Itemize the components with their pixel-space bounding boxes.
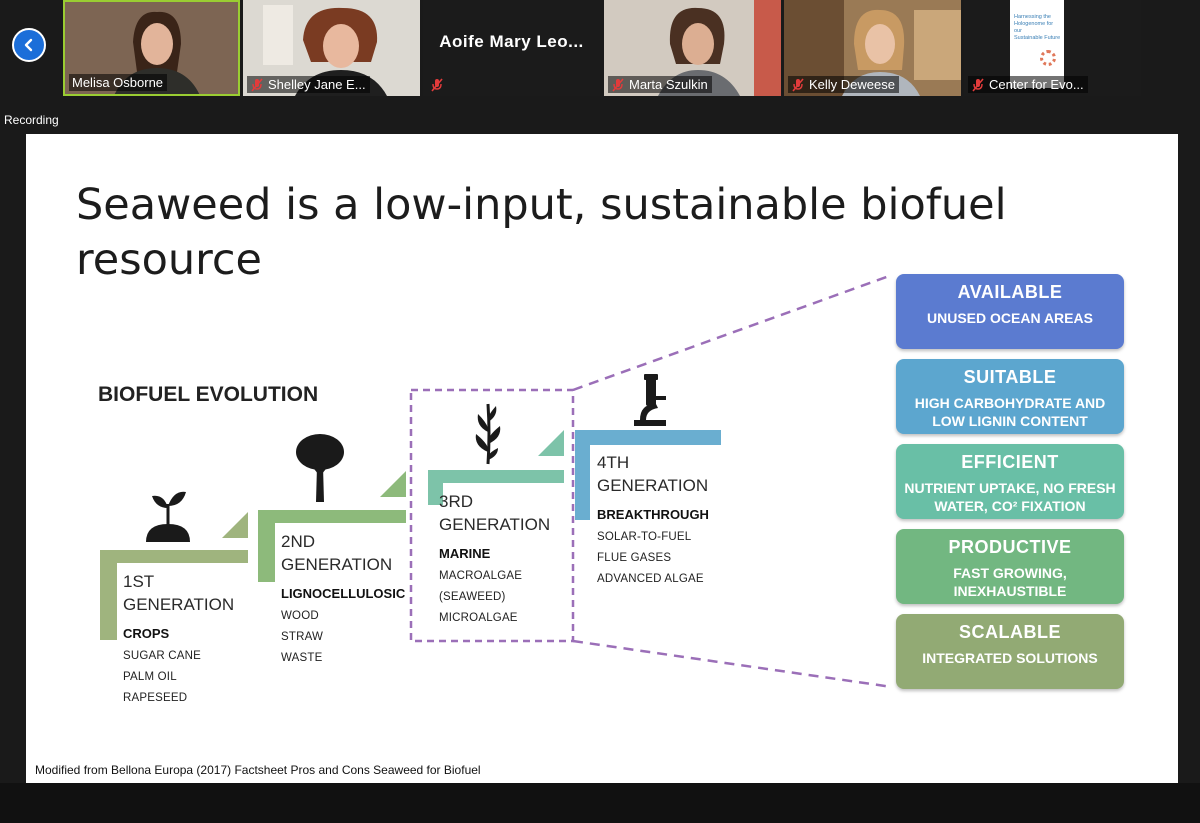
box-title: EFFICIENT [896, 452, 1124, 473]
gen1-items: SUGAR CANE PALM OIL RAPESEED [123, 646, 201, 709]
gen2-item: WASTE [281, 648, 323, 669]
muted-mic-icon [971, 78, 985, 92]
back-button[interactable] [12, 28, 46, 62]
box-desc: FAST GROWING, INEXHAUSTIBLE [896, 564, 1124, 600]
gen3-item: (SEAWEED) [439, 587, 522, 608]
gen4-subtitle: BREAKTHROUGH [597, 507, 709, 522]
microscope-icon [634, 374, 666, 426]
participant-tile[interactable]: Shelley Jane E... [243, 0, 420, 96]
gen3-items: MACROALGAE (SEAWEED) MICROALGAE [439, 566, 522, 629]
gen2-subtitle: LIGNOCELLULOSIC [281, 586, 405, 601]
gen2-number: 2ND [281, 530, 392, 553]
participant-tile[interactable]: Melisa Osborne [63, 0, 240, 96]
dashed-connector-top [573, 275, 892, 390]
gen4-label: GENERATION [597, 474, 708, 497]
poster-line: Sustainable Future [1014, 35, 1062, 42]
muted-mic-icon [250, 78, 264, 92]
dashed-connector-bottom [573, 641, 892, 687]
gen1-number: 1ST [123, 570, 234, 593]
participant-name: Kelly Deweese [788, 76, 899, 93]
gen3-item: MICROALGAE [439, 608, 522, 629]
poster-line: Harnessing the [1014, 14, 1062, 21]
box-title: AVAILABLE [896, 282, 1124, 303]
poster-line: Hologenome for our [1014, 21, 1062, 35]
participant-tile[interactable]: Aoife Mary Leo... [423, 0, 600, 96]
box-suitable: SUITABLE HIGH CARBOHYDRATE AND LOW LIGNI… [896, 359, 1124, 434]
gen3-number: 3RD [439, 490, 550, 513]
gen4-title: 4TH GENERATION [597, 451, 708, 497]
sprout-icon [146, 492, 190, 542]
gen4-number: 4TH [597, 451, 708, 474]
gen2-label: GENERATION [281, 553, 392, 576]
gen4-item: SOLAR-TO-FUEL [597, 527, 704, 548]
box-available: AVAILABLE UNUSED OCEAN AREAS [896, 274, 1124, 349]
muted-mic-icon [611, 78, 625, 92]
slide-citation: Modified from Bellona Europa (2017) Fact… [35, 763, 481, 777]
seaweed-icon [476, 404, 501, 464]
gen1-title: 1ST GENERATION [123, 570, 234, 616]
box-desc: NUTRIENT UPTAKE, NO FRESH WATER, CO² FIX… [896, 479, 1124, 515]
box-title: SUITABLE [896, 367, 1124, 388]
tree-icon [296, 434, 344, 502]
box-efficient: EFFICIENT NUTRIENT UPTAKE, NO FRESH WATE… [896, 444, 1124, 519]
shared-slide: Seaweed is a low-input, sustainable biof… [26, 134, 1178, 783]
gen2-title: 2ND GENERATION [281, 530, 392, 576]
participant-tile[interactable]: Kelly Deweese [784, 0, 961, 96]
box-desc: INTEGRATED SOLUTIONS [896, 649, 1124, 667]
box-desc: HIGH CARBOHYDRATE AND LOW LIGNIN CONTENT [896, 394, 1124, 430]
box-desc: UNUSED OCEAN AREAS [896, 309, 1124, 327]
gen1-label: GENERATION [123, 593, 234, 616]
gen3-item: MACROALGAE [439, 566, 522, 587]
box-title: PRODUCTIVE [896, 537, 1124, 558]
gen2-item: STRAW [281, 627, 323, 648]
participant-tile[interactable]: Harnessing the Hologenome for our Sustai… [964, 0, 1141, 96]
gen4-item: ADVANCED ALGAE [597, 569, 704, 590]
participant-name: Shelley Jane E... [247, 76, 370, 93]
gen1-item: RAPESEED [123, 688, 201, 709]
gen4-items: SOLAR-TO-FUEL FLUE GASES ADVANCED ALGAE [597, 527, 704, 590]
gen3-subtitle: MARINE [439, 546, 490, 561]
recording-indicator: Recording [4, 113, 59, 127]
poster-logo [1040, 50, 1056, 66]
gen2-items: WOOD STRAW WASTE [281, 606, 323, 669]
gen4-item: FLUE GASES [597, 548, 704, 569]
chevron-left-icon [22, 38, 36, 52]
participant-name-display: Aoife Mary Leo... [423, 32, 600, 52]
gen3-title: 3RD GENERATION [439, 490, 550, 536]
gen3-label: GENERATION [439, 513, 550, 536]
participant-name: Marta Szulkin [608, 76, 712, 93]
participant-tile[interactable]: Marta Szulkin [604, 0, 781, 96]
gen2-item: WOOD [281, 606, 323, 627]
muted-mic-icon [791, 78, 805, 92]
participant-mute-status [427, 77, 448, 93]
gen1-item: SUGAR CANE [123, 646, 201, 667]
participant-name: Melisa Osborne [69, 74, 167, 91]
participant-name: Center for Evo... [968, 76, 1088, 93]
gen1-item: PALM OIL [123, 667, 201, 688]
box-title: SCALABLE [896, 622, 1124, 643]
box-productive: PRODUCTIVE FAST GROWING, INEXHAUSTIBLE [896, 529, 1124, 604]
bottom-bar [0, 783, 1200, 823]
gen1-subtitle: CROPS [123, 626, 169, 641]
box-scalable: SCALABLE INTEGRATED SOLUTIONS [896, 614, 1124, 689]
event-poster: Harnessing the Hologenome for our Sustai… [1010, 0, 1064, 88]
muted-mic-icon [430, 78, 444, 92]
